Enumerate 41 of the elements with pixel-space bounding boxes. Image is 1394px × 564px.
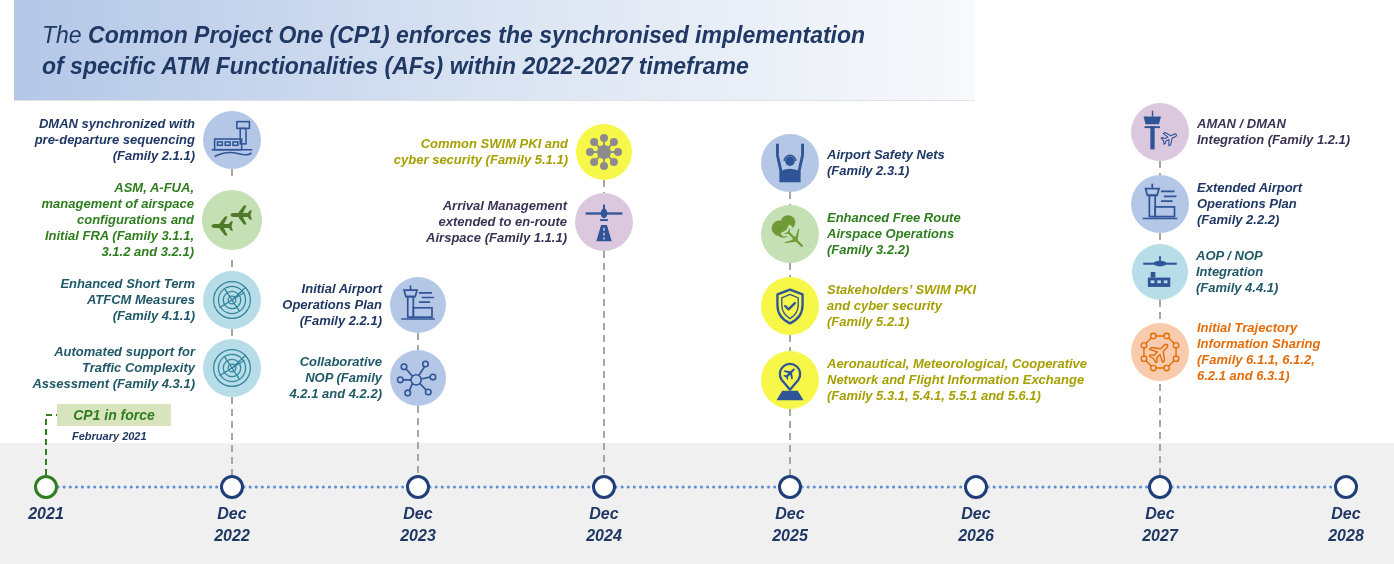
dashed-connector bbox=[789, 408, 791, 476]
functionality-label: Collaborative NOP (Family 4.2.1 and 4.2.2) bbox=[288, 354, 382, 402]
dashed-connector bbox=[1159, 383, 1161, 476]
date-label: Dec 2028 bbox=[1327, 504, 1365, 546]
functionality-label: Enhanced Free Route Airspace Operations (Family 3.2.2) bbox=[827, 210, 962, 258]
dashed-connector bbox=[789, 262, 791, 278]
dotted-timeline-line bbox=[986, 485, 1150, 489]
functionality-label: Arrival Management extended to en-route Airspace (Family 1.1.1) bbox=[425, 198, 567, 246]
status-tag: CP1 in force bbox=[57, 404, 171, 426]
functionality-label: ASM, A-FUA, management of airspace configurations and Initial FRA (Family 3.1.1, 3.1.2 and 3.2.1) bbox=[41, 180, 194, 260]
functionality-label: Aeronautical, Meteorological, Cooperative Network and Flight Information Exchange (Family 5.3.1, 5.4.1, 5.5.1 and 5.6.1) bbox=[827, 356, 1089, 404]
functionality-label: Stakeholders’ SWIM PKI and cyber security (Family 5.2.1) bbox=[827, 282, 978, 330]
dashed-connector bbox=[1159, 299, 1161, 321]
dashed-connector bbox=[417, 332, 419, 351]
functionality-label: Initial Trajectory Information Sharing (Family 6.1.1, 6.1.2, 6.2.1 and 6.3.1) bbox=[1197, 320, 1322, 384]
date-label: Dec 2027 bbox=[1141, 504, 1180, 546]
functionality-label: Extended Airport Operations Plan (Family 2.2.2) bbox=[1197, 180, 1304, 228]
date-label: February 2021 bbox=[72, 430, 147, 443]
date-label: Dec 2025 bbox=[771, 504, 809, 546]
date-label: Dec 2024 bbox=[585, 504, 623, 546]
functionality-label: Airport Safety Nets (Family 2.3.1) bbox=[827, 147, 946, 179]
functionality-label: DMAN synchronized with pre-departure sequencing (Family 2.1.1) bbox=[33, 116, 195, 164]
functionality-label: Common SWIM PKI and cyber security (Family 5.1.1) bbox=[392, 136, 568, 168]
dashed-connector bbox=[789, 334, 791, 352]
functionality-label: Enhanced Short Term ATFCM Measures (Family 4.1.1) bbox=[59, 276, 195, 324]
dashed-connector bbox=[45, 414, 58, 476]
functionality-label: Automated support for Traffic Complexity Assessment (Family 4.3.1) bbox=[31, 344, 195, 392]
date-label: Dec 2026 bbox=[957, 504, 995, 546]
dashed-connector bbox=[1159, 160, 1161, 176]
title-text: The Common Project One (CP1) enforces the synchronised implementation of specific ATM Functionalities (AFs) within 2022-2027 timeframe bbox=[42, 21, 867, 81]
date-label: Dec 2022 bbox=[213, 504, 251, 546]
functionality-label: Initial Airport Operations Plan (Family 2.2.1) bbox=[282, 281, 382, 329]
dashed-connector bbox=[417, 405, 419, 476]
date-label: 2021 bbox=[27, 504, 65, 524]
dashed-connector bbox=[789, 191, 791, 206]
date-label: Dec 2023 bbox=[399, 504, 437, 546]
dashed-connector bbox=[231, 396, 233, 476]
functionality-label: AMAN / DMAN Integration (Family 1.2.1) bbox=[1197, 116, 1352, 148]
functionality-label: AOP / NOP Integration (Family 4.4.1) bbox=[1196, 248, 1280, 296]
dashed-connector bbox=[603, 179, 605, 194]
dashed-connector bbox=[603, 250, 605, 476]
